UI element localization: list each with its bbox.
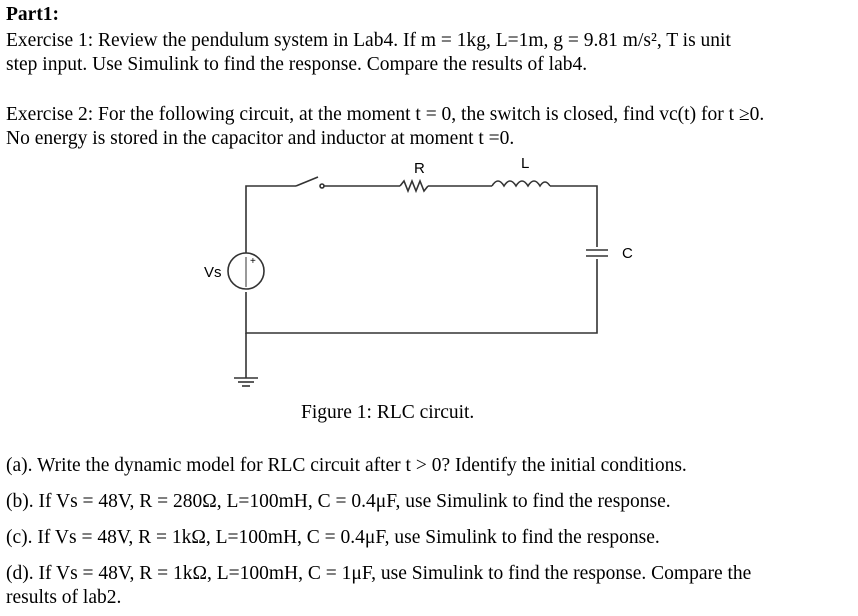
question-b: (b). If Vs = 48V, R = 280Ω, L=100mH, C =… <box>6 491 671 512</box>
wire-top-left <box>245 185 296 230</box>
switch <box>295 176 319 187</box>
part-title: Part1: <box>6 4 60 25</box>
inductor <box>491 180 551 188</box>
exercise1-line2: step input. Use Simulink to find the res… <box>6 54 588 75</box>
question-d-line1: (d). If Vs = 48V, R = 1kΩ, L=100mH, C = … <box>6 563 752 584</box>
exercise2-line1: Exercise 2: For the following circuit, a… <box>6 104 765 125</box>
resistor-label: R <box>414 160 425 177</box>
figure-caption: Figure 1: RLC circuit. <box>301 402 475 423</box>
exercise1-line1: Exercise 1: Review the pendulum system i… <box>6 30 731 51</box>
switch-contact <box>319 183 325 189</box>
resistor <box>399 178 429 194</box>
question-c: (c). If Vs = 48V, R = 1kΩ, L=100mH, C = … <box>6 527 660 548</box>
source-label: Vs <box>204 264 222 281</box>
inductor-label: L <box>521 155 530 172</box>
wire-right-bottom <box>245 259 598 334</box>
capacitor-label: C <box>622 245 633 262</box>
source-plus-label: + <box>250 256 256 267</box>
question-a: (a). Write the dynamic model for RLC cir… <box>6 455 687 476</box>
exercise2-line2: No energy is stored in the capacitor and… <box>6 128 515 149</box>
question-d-line2: results of lab2. <box>6 587 122 608</box>
